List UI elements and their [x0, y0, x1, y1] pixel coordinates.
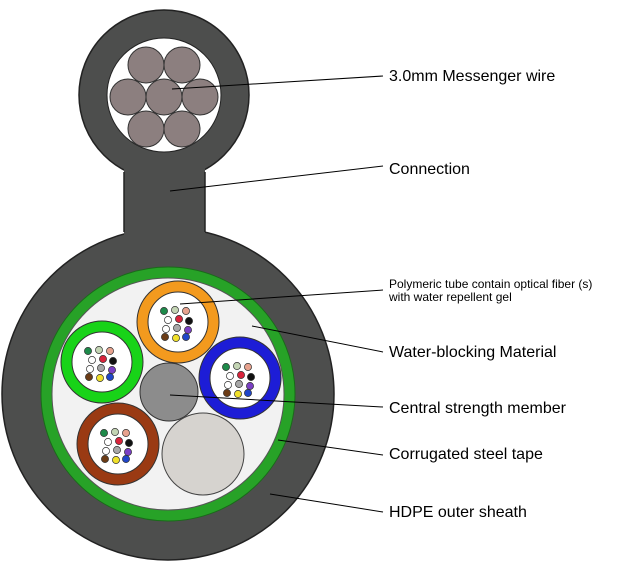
optical-fiber [84, 347, 92, 355]
label-polymeric-tube-line2: with water repellent gel [388, 290, 512, 304]
optical-fiber [125, 439, 133, 447]
label-outer-sheath: HDPE outer sheath [389, 504, 527, 521]
optical-fiber [85, 373, 93, 381]
optical-fiber [173, 324, 181, 332]
optical-fiber [244, 363, 252, 371]
optical-fiber [161, 333, 169, 341]
optical-fiber [226, 372, 234, 380]
label-water-blocking: Water-blocking Material [389, 344, 556, 361]
optical-fiber [115, 437, 123, 445]
optical-fiber [237, 371, 245, 379]
optical-fiber [112, 456, 120, 464]
messenger-strand [145, 78, 183, 116]
optical-fiber [175, 315, 183, 323]
optical-fiber [106, 347, 114, 355]
leader-lines [169, 75, 384, 513]
optical-fiber [109, 357, 117, 365]
messenger-strand [181, 78, 219, 116]
optical-fiber [101, 455, 109, 463]
optical-fiber [164, 316, 172, 324]
optical-fiber [88, 356, 96, 364]
optical-fiber [244, 389, 252, 397]
optical-fiber [106, 373, 114, 381]
messenger-wire-strands [109, 46, 219, 148]
messenger-strand [163, 46, 201, 84]
optical-fiber [95, 346, 103, 354]
label-central-member: Central strength member [389, 400, 567, 417]
optical-fiber [122, 455, 130, 463]
leader-line-connection [169, 165, 384, 192]
optical-fiber [233, 362, 241, 370]
central-strength-member [139, 362, 199, 422]
dummy-filler-rod [161, 412, 245, 496]
optical-fiber [247, 373, 255, 381]
optical-fibers [84, 306, 255, 464]
optical-fiber [223, 389, 231, 397]
optical-fiber [224, 381, 232, 389]
leader-line-messenger [171, 75, 384, 90]
optical-fiber [182, 307, 190, 315]
optical-fiber [162, 325, 170, 333]
optical-fiber [96, 374, 104, 382]
optical-fiber [111, 428, 119, 436]
optical-fiber [86, 365, 94, 373]
optical-fiber [234, 390, 242, 398]
optical-fiber [113, 446, 121, 454]
optical-fiber [102, 447, 110, 455]
optical-fiber [104, 438, 112, 446]
messenger-strand [127, 46, 165, 84]
optical-fiber [122, 429, 130, 437]
optical-fiber [97, 364, 105, 372]
label-polymeric-tube-line1: Polymeric tube contain optical fiber (s) [389, 277, 592, 291]
leader-line-tube [179, 289, 384, 305]
connection-web [124, 165, 205, 247]
messenger-strand [127, 110, 165, 148]
label-steel-tape: Corrugated steel tape [389, 446, 543, 463]
optical-fiber [246, 382, 254, 390]
optical-fiber [124, 448, 132, 456]
optical-fiber [184, 326, 192, 334]
optical-fiber [108, 366, 116, 374]
leader-line-water-blocking [251, 325, 384, 353]
messenger-strand [163, 110, 201, 148]
optical-fiber [100, 429, 108, 437]
optical-fiber [172, 334, 180, 342]
label-messenger-wire: 3.0mm Messenger wire [389, 68, 555, 85]
leader-line-steel-tape [277, 439, 384, 456]
optical-fiber [160, 307, 168, 315]
optical-fiber [99, 355, 107, 363]
optical-fiber [185, 317, 193, 325]
leader-line-sheath [269, 493, 384, 513]
optical-fiber [182, 333, 190, 341]
messenger-strand [109, 78, 147, 116]
optical-fiber [171, 306, 179, 314]
optical-fiber [235, 380, 243, 388]
leader-line-central [169, 394, 384, 408]
optical-fiber [222, 363, 230, 371]
label-connection: Connection [389, 161, 470, 178]
